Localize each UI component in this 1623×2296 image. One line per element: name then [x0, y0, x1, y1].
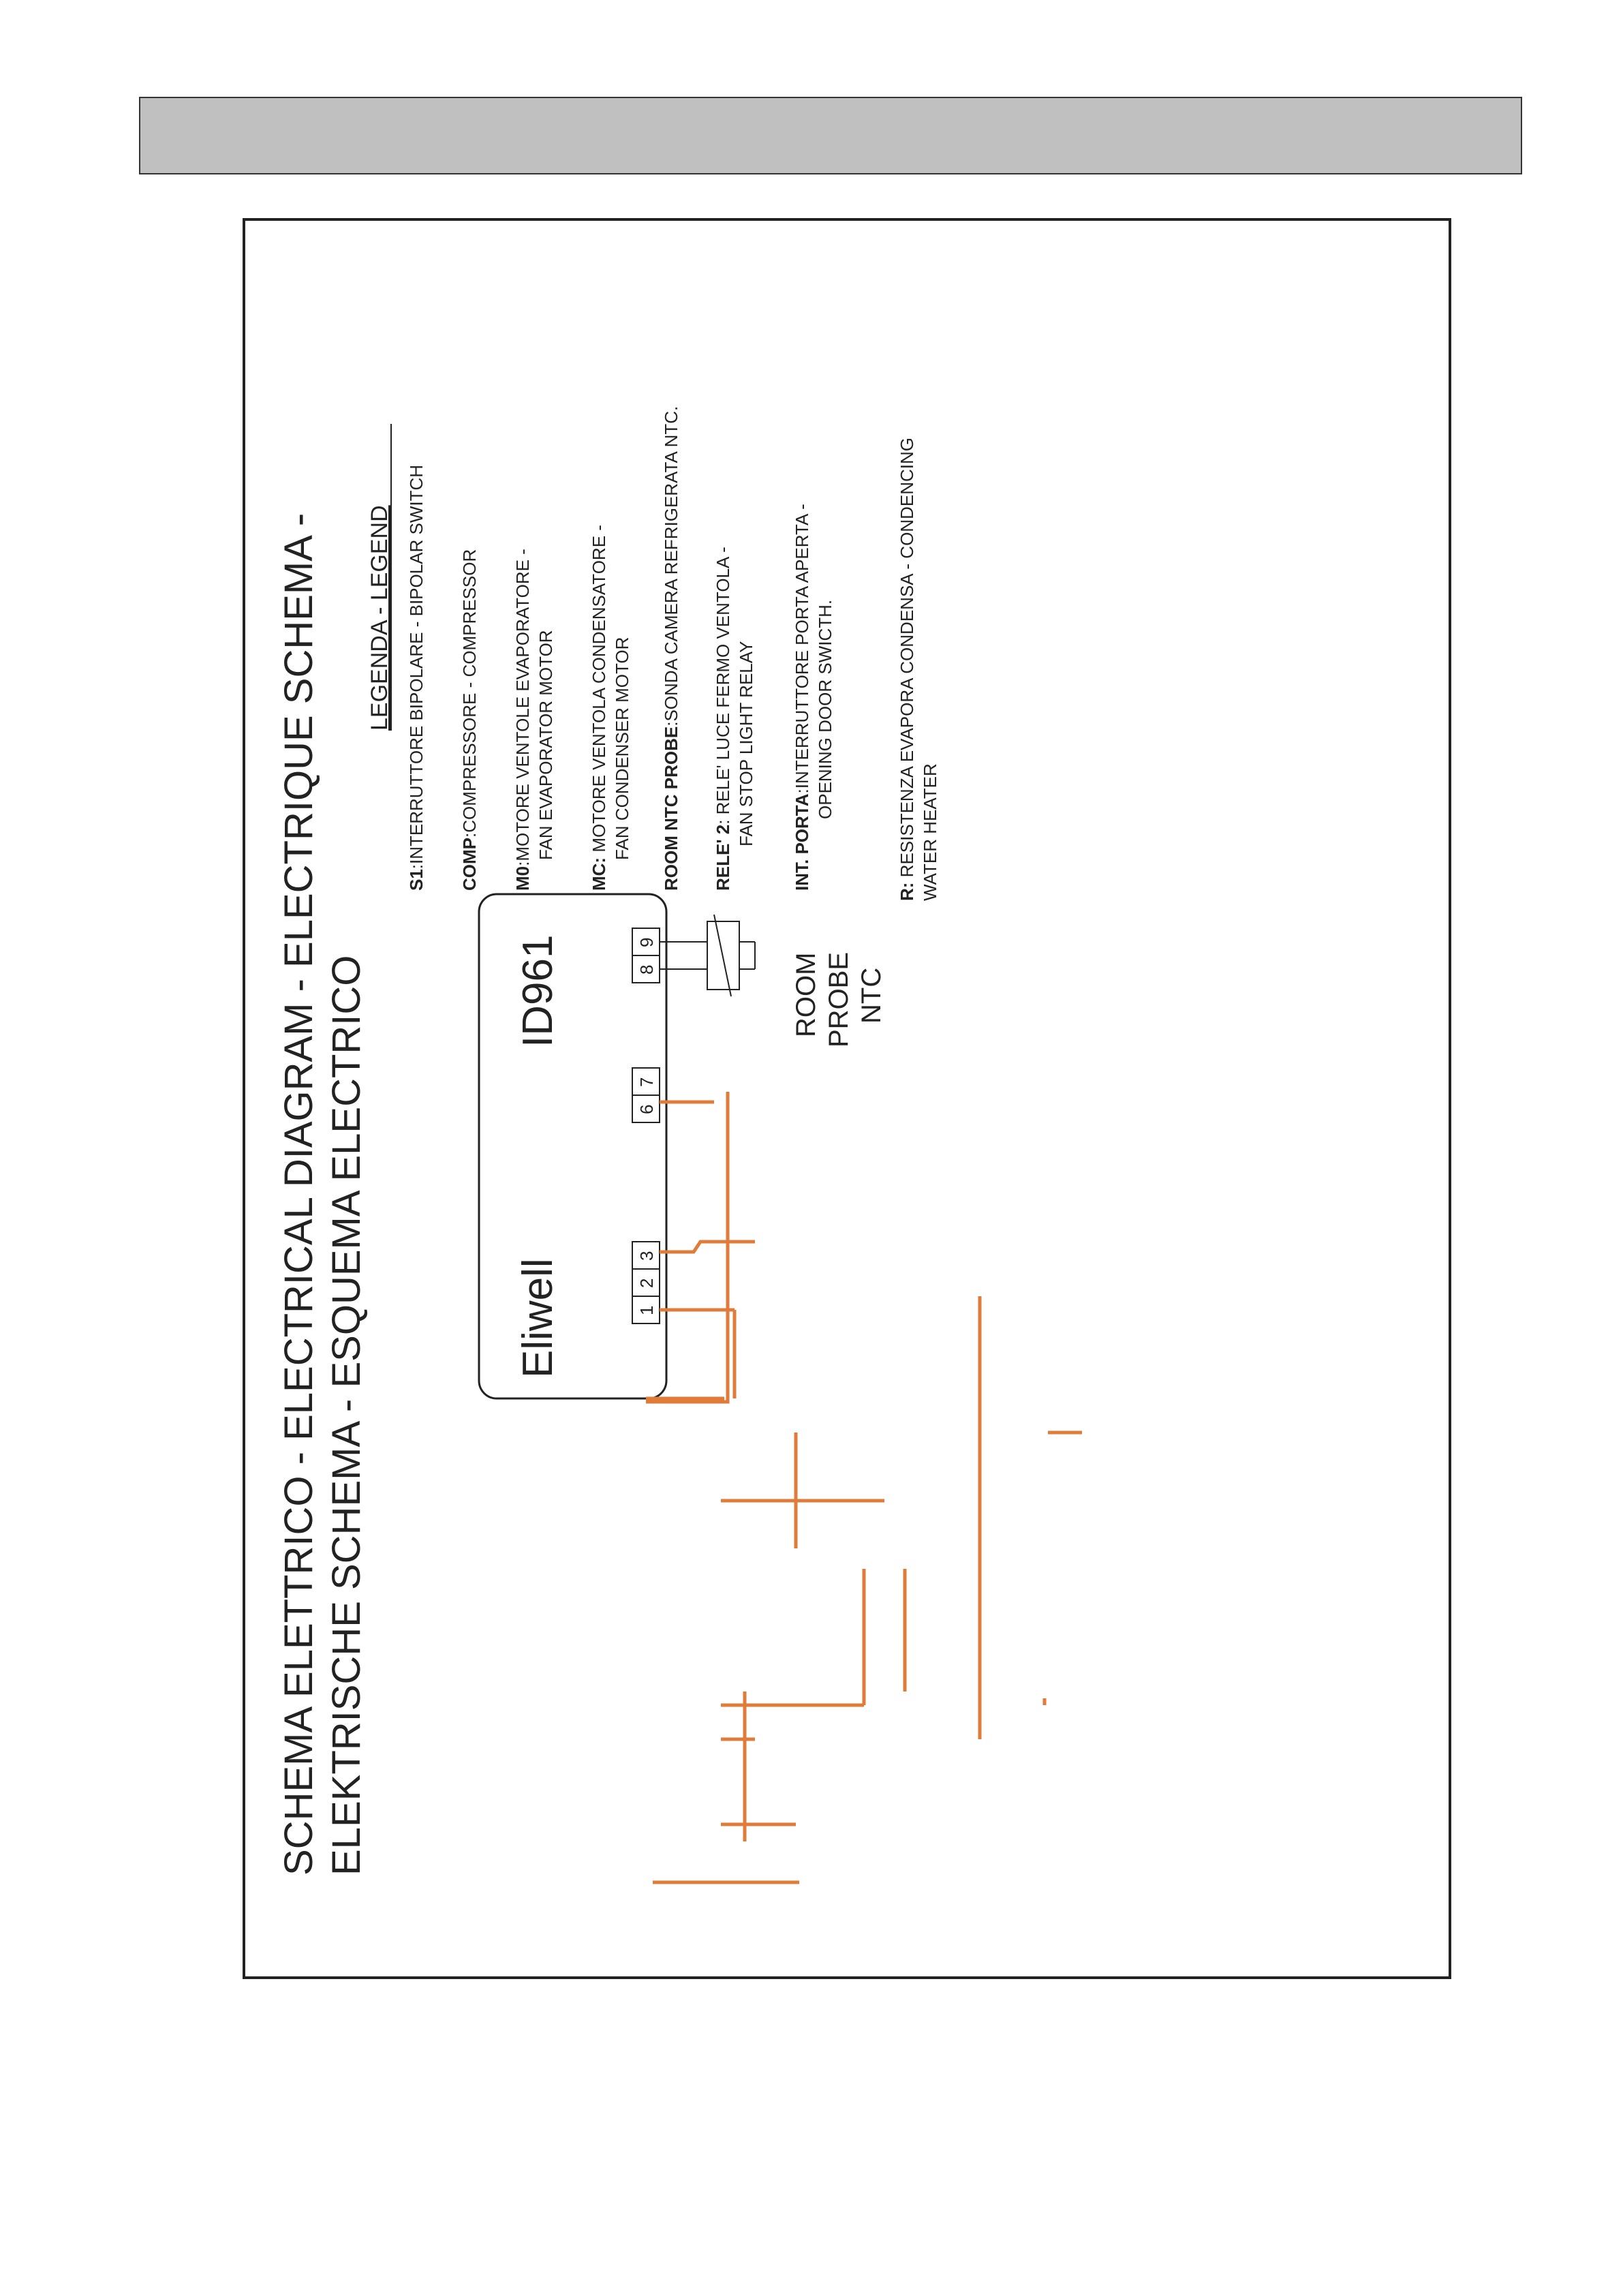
legend-item: S1:INTERRUTTORE BIPOLARE - BIPOLAR SWITC…: [406, 465, 427, 891]
terminal-label: 3: [636, 1251, 657, 1261]
legend-item: COMP:COMPRESSORE - COMPRESSOR: [459, 549, 480, 891]
room-ntc-probe: ROOM PROBE NTC: [660, 914, 886, 1047]
controller-model: ID961: [514, 935, 561, 1047]
legend-item: INT. PORTA:INTERRUTTORE PORTA APERTA -: [792, 504, 812, 891]
terminal-label: 2: [636, 1279, 657, 1288]
rotated-sheet: SCHEMA ELETTRICO - ELECTRICAL DIAGRAM - …: [277, 406, 1082, 1884]
legend-item: M0:MOTORE VENTOLE EVAPORATORE -: [512, 549, 533, 891]
legend-item: ROOM NTC PROBE:SONDA CAMERA REFRIGERATA …: [661, 406, 681, 891]
legend-item: RELE' 2: RELE' LUCE FERMO VENTOLA -: [713, 547, 733, 891]
controller-box: [478, 893, 668, 1400]
terminal-label: 1: [636, 1306, 657, 1315]
header-bar: [139, 97, 1522, 174]
probe-label: PROBE: [824, 952, 854, 1047]
legend-title: LEGENDA - LEGEND: [367, 505, 392, 731]
legend-item-line2: FAN CONDENSER MOTOR: [612, 637, 632, 860]
controller-brand: Eliwell: [514, 1258, 561, 1378]
diagram-title-line1: SCHEMA ELETTRICO - ELECTRICAL DIAGRAM - …: [277, 513, 321, 1876]
legend-item-line2: FAN EVAPORATOR MOTOR: [536, 630, 556, 860]
terminal-label: 6: [636, 1105, 657, 1114]
legend-item-line2: FAN STOP LIGHT RELAY: [736, 641, 756, 846]
legend-item: R: RESISTENZA EVAPORA CONDENSA - CONDENC…: [897, 438, 917, 901]
legend-item-line2: WATER HEATER: [920, 763, 940, 901]
terminal-label: 9: [636, 938, 657, 947]
legend-list: S1:INTERRUTTORE BIPOLARE - BIPOLAR SWITC…: [406, 406, 940, 901]
legend-item-line2: OPENING DOOR SWICTH.: [815, 600, 835, 819]
diagram-title-line2: ELEKTRISCHE SCHEMA - ESQUEMA ELECTRICO: [324, 955, 369, 1876]
wires-brown: [646, 1092, 1082, 1884]
terminal-label: 7: [636, 1077, 657, 1087]
terminal-block: 1 2 3 6 7 8 9: [632, 928, 660, 1324]
sheet-frame: [243, 218, 1451, 1979]
legend-item: MC: MOTORE VENTOLA CONDENSATORE -: [589, 525, 609, 891]
probe-label: ROOM: [791, 953, 821, 1037]
probe-label: NTC: [856, 968, 886, 1024]
terminal-label: 8: [636, 965, 657, 975]
